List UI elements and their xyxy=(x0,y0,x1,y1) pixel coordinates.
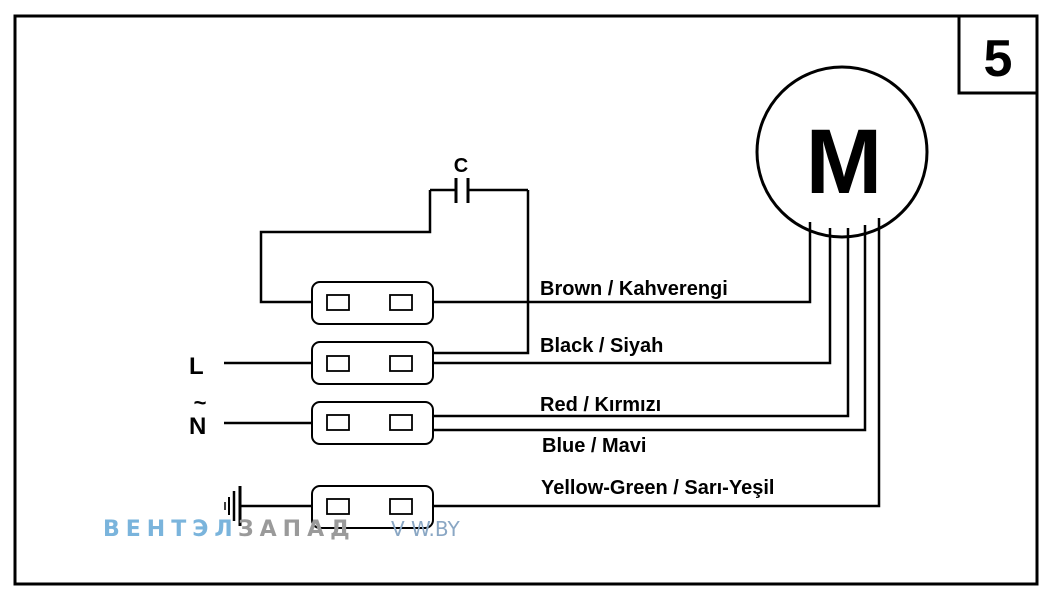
wire-red xyxy=(433,228,850,418)
watermark-part3: V W.BY xyxy=(391,517,461,541)
wire-label-black: Black / Siyah xyxy=(540,335,663,357)
wire-yellow-green xyxy=(433,218,881,508)
watermark-part2: ЗАПАД xyxy=(238,517,356,542)
motor-symbol xyxy=(755,65,929,239)
wire-label-yellow-green: Yellow-Green / Sarı-Yeşil xyxy=(541,477,774,499)
supply-line-label: L xyxy=(189,353,204,380)
figure-number: 5 xyxy=(984,30,1013,88)
wire-label-blue: Blue / Mavi xyxy=(542,435,646,457)
ground-symbol-icon xyxy=(224,486,242,526)
terminal-block-1 xyxy=(311,281,434,325)
capacitor-label: C xyxy=(454,155,468,177)
wire-brown xyxy=(433,222,812,304)
wire-label-red: Red / Kırmızı xyxy=(540,394,661,416)
supply-neutral-mark: ~ xyxy=(194,390,207,415)
capacitor-wire-to-terminal-1 xyxy=(259,190,432,304)
supply-neutral-label: N xyxy=(189,413,206,440)
diagram-frame xyxy=(13,14,1039,586)
watermark-part1: ВЕНТЭЛ xyxy=(103,517,239,542)
terminal-block-3 xyxy=(311,401,434,445)
wire-black xyxy=(433,228,832,365)
figure-number-box xyxy=(957,14,1039,95)
wire-blue xyxy=(433,225,867,432)
capacitor-wire-to-black xyxy=(433,190,530,355)
wire-label-brown: Brown / Kahverengi xyxy=(540,278,728,300)
motor-label: M xyxy=(806,111,883,213)
terminal-block-2 xyxy=(311,341,434,385)
